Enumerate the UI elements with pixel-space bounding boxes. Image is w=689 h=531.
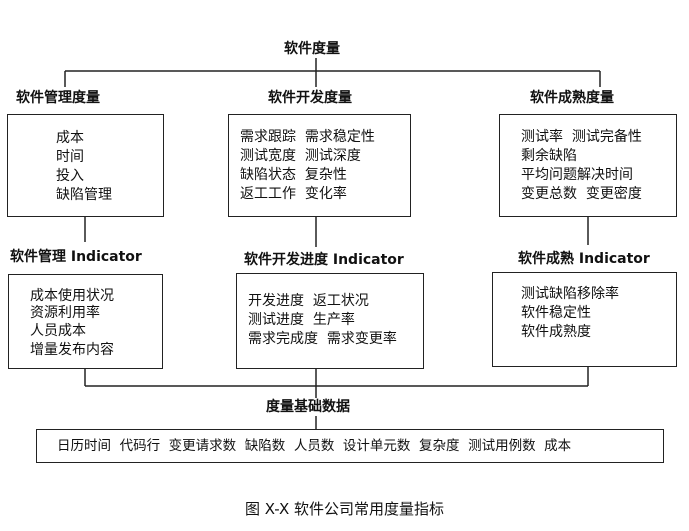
management-item: 成本 [56,130,84,146]
maturity-indicator-item: 软件成熟度 [521,324,591,340]
maturity-indicator-item: 软件稳定性 [521,305,591,321]
maturity-item: 变更总数 变更密度 [521,186,642,202]
management-title: 软件管理度量 [16,90,100,106]
maturity-title: 软件成熟度量 [530,90,614,106]
development-indicator-item: 开发进度 返工状况 [248,293,369,309]
management-metrics-box: 成本 时间 投入 缺陷管理 [7,114,164,217]
maturity-indicator-box: 测试缺陷移除率 软件稳定性 软件成熟度 [492,272,677,367]
development-indicator-title: 软件开发进度 Indicator [244,252,404,268]
base-data-box: 日历时间 代码行 变更请求数 缺陷数 人员数 设计单元数 复杂度 测试用例数 成… [36,429,664,463]
root-title: 软件度量 [284,41,340,57]
development-metrics-box: 需求跟踪 需求稳定性 测试宽度 测试深度 缺陷状态 复杂性 返工工作 变化率 [228,114,411,217]
development-indicator-item: 需求完成度 需求变更率 [248,331,397,347]
management-indicator-title: 软件管理 Indicator [10,249,142,265]
management-item: 时间 [56,149,84,165]
base-data-items: 日历时间 代码行 变更请求数 缺陷数 人员数 设计单元数 复杂度 测试用例数 成… [57,438,572,454]
maturity-item: 平均问题解决时间 [521,167,633,183]
development-indicator-item: 测试进度 生产率 [248,312,355,328]
development-item: 返工工作 变化率 [240,186,347,202]
management-indicator-item: 增量发布内容 [30,342,114,358]
management-indicator-box: 成本使用状况 资源利用率 人员成本 增量发布内容 [8,274,163,369]
maturity-indicator-item: 测试缺陷移除率 [521,286,619,302]
maturity-indicator-title: 软件成熟 Indicator [518,251,650,267]
management-indicator-item: 成本使用状况 [30,288,114,304]
maturity-item: 剩余缺陷 [521,148,577,164]
development-item: 需求跟踪 需求稳定性 [240,129,375,145]
management-item: 缺陷管理 [56,187,112,203]
maturity-item: 测试率 测试完备性 [521,129,642,145]
maturity-metrics-box: 测试率 测试完备性 剩余缺陷 平均问题解决时间 变更总数 变更密度 [499,114,677,217]
development-item: 缺陷状态 复杂性 [240,167,347,183]
base-title: 度量基础数据 [266,399,350,415]
figure-caption: 图 X-X 软件公司常用度量指标 [244,500,444,518]
development-item: 测试宽度 测试深度 [240,148,361,164]
management-item: 投入 [56,168,84,184]
development-indicator-box: 开发进度 返工状况 测试进度 生产率 需求完成度 需求变更率 [236,273,424,369]
management-indicator-item: 资源利用率 [30,305,100,321]
management-indicator-item: 人员成本 [30,323,86,339]
development-title: 软件开发度量 [268,90,352,106]
